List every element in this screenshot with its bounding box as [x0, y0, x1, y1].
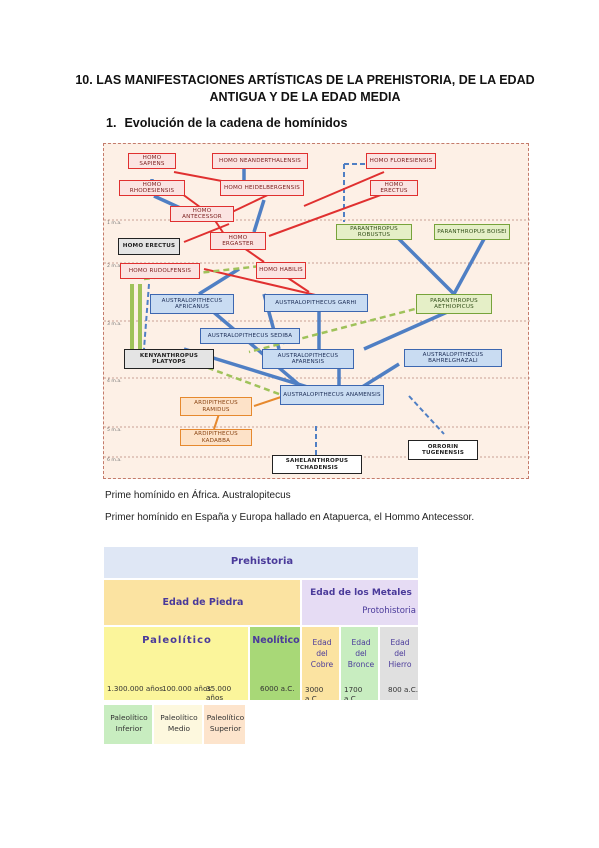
label-pal-superior: Paleolítico Superior [206, 713, 245, 733]
document-title-line-2: ANTIGUA Y DE LA EDAD MEDIA [209, 90, 401, 104]
time-label: 3 m.a. [107, 322, 122, 327]
label-edad-piedra: Edad de Piedra [162, 597, 244, 608]
label-bronce: Edad del Bronce [347, 638, 375, 669]
cell-bronce: Edad del Bronce 1700 a.C. [340, 626, 379, 701]
cell-pal-medio: Paleolítico Medio [153, 704, 203, 745]
link-orange [253, 395, 285, 407]
node-paranthropus-robustus: Paranthropus Robustus [336, 224, 412, 240]
link-orange [213, 413, 220, 430]
cell-paleolitico: Paleolítico 1.300.000 años 100.000 años … [103, 626, 249, 701]
date-100000: 100.000 años [162, 684, 212, 693]
paragraph-first-hominid: Prime homínido en África. Australopitecu… [105, 490, 291, 501]
date-6000: 6000 a.C. [260, 684, 295, 693]
time-label: 5 m.a. [107, 428, 122, 433]
node-homo-neanderthalensis: Homo Neanderthalensis [212, 153, 308, 169]
cell-pal-inferior: Paleolítico Inferior [103, 704, 153, 745]
cell-edad-metales: Edad de los Metales Protohistoria [301, 579, 419, 626]
link-blue [363, 307, 455, 351]
node-homo-rhodesiensis: Homo Rhodesiensis [119, 180, 185, 196]
link-blue [252, 199, 266, 233]
document-title-line-1: 10. LAS MANIFESTACIONES ARTÍSTICAS DE LA… [75, 73, 535, 87]
link-blue [198, 267, 240, 296]
date-1300000: 1.300.000 años [107, 684, 163, 693]
link-red [183, 223, 230, 243]
time-label: 6 m.a. [107, 458, 122, 463]
link-red [243, 247, 265, 263]
cell-neolitico: Neolítico 6000 a.C. [249, 626, 301, 701]
label-neolitico: Neolítico [252, 635, 300, 646]
node-homo-erectus-top: Homo Erectus [370, 180, 418, 196]
cell-pal-superior: Paleolítico Superior [203, 704, 246, 745]
section-title: Evolución de la cadena de homínidos [124, 116, 348, 130]
label-edad-metales: Edad de los Metales [310, 588, 412, 598]
date-800: 800 a.C. [388, 685, 418, 694]
document-title: 10. LAS MANIFESTACIONES ARTÍSTICAS DE LA… [70, 72, 540, 106]
node-sahelanthropus-tchadensis: Sahelanthropus Tchadensis [272, 455, 362, 474]
link-red [268, 191, 390, 237]
node-homo-rudolfensis: Homo Rudolfensis [120, 263, 200, 279]
section-number: 1. [106, 116, 117, 130]
paragraph-atapuerca: Primer homínido en España y Europa halla… [105, 512, 475, 523]
time-label: 2 m.a. [107, 264, 122, 269]
cell-cobre: Edad del Cobre 3000 a.C. [301, 626, 340, 701]
node-ardipithecus-kadabba: Ardipithecus Kadabba [180, 429, 252, 446]
node-homo-sapiens: Homo Sapiens [128, 153, 176, 169]
node-homo-habilis: Homo Habilis [256, 262, 306, 279]
label-hierro: Edad del Hierro [388, 638, 412, 669]
node-australopithecus-anamensis: Australopithecus Anamensis [280, 385, 384, 405]
node-australopithecus-afarensis: Australopithecus Afarensis [262, 349, 354, 369]
node-australopithecus-bahrelghazali: Australopithecus Bahrelghazali [404, 349, 502, 367]
date-35000: 35.000 años [206, 684, 232, 701]
node-orrorin-tugenensis: Orrorin Tugenensis [408, 440, 478, 460]
cell-hierro: Edad del Hierro 800 a.C. [379, 626, 419, 701]
label-cobre: Edad del Cobre [310, 638, 334, 669]
node-homo-antecessor: Homo Antecessor [170, 206, 234, 222]
link-blue [452, 238, 486, 295]
link-green-dashed [248, 302, 435, 354]
date-1700: 1700 a.C. [344, 685, 363, 701]
time-label: 1 m.a. [107, 221, 122, 226]
link-blue [202, 302, 306, 391]
date-3000: 3000 a.C. [305, 685, 324, 701]
link-red [303, 171, 385, 207]
link-blue-dashed [143, 283, 150, 350]
node-ardipithecus-ramidus: Ardipithecus Ramidus [180, 397, 252, 416]
node-homo-erectus: Homo Erectus [118, 238, 180, 255]
label-protohistoria: Protohistoria [362, 606, 416, 616]
hominid-evolution-diagram: 1 m.a. 2 m.a. 3 m.a. 4 m.a. 5 m.a. 6 m.a… [103, 143, 530, 479]
label-pal-medio: Paleolítico Medio [160, 713, 198, 733]
node-australopithecus-africanus: Australopithecus Africanus [150, 294, 234, 314]
prehistory-table: Prehistoria Edad de Piedra Edad de los M… [103, 546, 419, 745]
section-heading: 1. Evolución de la cadena de homínidos [106, 116, 347, 130]
label-paleolitico: Paleolítico [142, 635, 212, 646]
cell-prehistoria: Prehistoria [103, 546, 419, 579]
node-australopithecus-garhi: Australopithecus Garhi [264, 294, 368, 312]
cell-edad-piedra: Edad de Piedra [103, 579, 301, 626]
label-prehistoria: Prehistoria [230, 556, 294, 567]
link-blue-dashed [408, 395, 445, 435]
node-paranthropus-aethiopicus: Paranthropus Aethiopicus [416, 294, 492, 314]
node-homo-floresiensis: Homo Floresiensis [366, 153, 436, 169]
link-blue [392, 232, 456, 296]
node-paranthropus-boisei: Paranthropus Boisei [434, 224, 510, 240]
time-label: 4 m.a. [107, 379, 122, 384]
link-blue [358, 362, 400, 391]
node-kenyanthropus-platyops: Kenyanthropus Platyops [124, 349, 214, 369]
node-australopithecus-sediba: Australopithecus Sediba [200, 328, 300, 344]
label-pal-inferior: Paleolítico Inferior [110, 713, 148, 733]
node-homo-ergaster: Homo Ergaster [210, 232, 266, 250]
node-homo-heidelbergensis: Homo Heidelbergensis [220, 180, 304, 196]
